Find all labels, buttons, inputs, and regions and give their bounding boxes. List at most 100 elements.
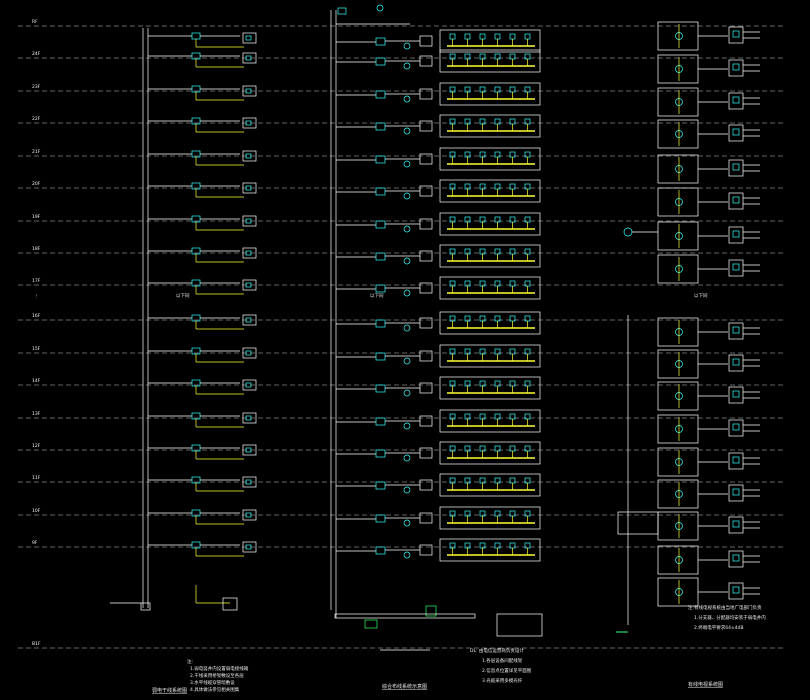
terminal-box [242, 150, 257, 162]
title-catv-system: 有线电视系统图 [688, 681, 723, 688]
distribution-node [375, 449, 386, 458]
outlet-node [403, 551, 411, 559]
tap-unit [732, 63, 740, 71]
tap-box [728, 92, 744, 110]
floor-cabinet [439, 49, 541, 73]
outlet-node [403, 389, 411, 397]
top-device [337, 7, 347, 15]
terminal-box [242, 85, 257, 97]
floor-label: 18F [32, 246, 41, 252]
tap-unit [732, 586, 740, 594]
floor-label: 15F [32, 346, 41, 352]
repeat-note-middle: 以下同 [370, 293, 384, 299]
floor-label: 9F [32, 540, 38, 546]
outlet-node [403, 192, 411, 200]
terminal-box [242, 476, 257, 488]
patch-panel [419, 512, 433, 524]
outlet-node [403, 257, 411, 265]
terminal-box [242, 444, 257, 456]
tap-unit [732, 128, 740, 136]
distribution-node [375, 481, 386, 490]
amplifier-box [657, 479, 699, 509]
tap-unit [732, 230, 740, 238]
outlet-node [403, 324, 411, 332]
tap-unit [732, 554, 740, 562]
tap-unit [732, 263, 740, 271]
floor-label: 21F [32, 149, 41, 155]
terminal-unit [245, 447, 252, 453]
catv-amplifier [617, 511, 659, 535]
amplifier-box [657, 317, 699, 347]
legend-line-4: 3.光缆采用多模光纤 [482, 677, 523, 684]
terminal-box [242, 412, 257, 424]
terminal-box [242, 117, 257, 129]
info-outlet [464, 33, 471, 40]
outlet-node [403, 289, 411, 297]
terminal-box [242, 279, 257, 291]
tap-box [728, 516, 744, 534]
tap-box [728, 159, 744, 177]
patch-panel [419, 120, 433, 132]
tap-box [728, 259, 744, 277]
floor-label: 22F [32, 116, 41, 122]
floor-label: 19F [32, 214, 41, 220]
distribution-node [375, 252, 386, 261]
tap-unit [732, 358, 740, 366]
terminal-unit [245, 250, 252, 256]
cabling-system [330, 4, 543, 651]
floor-cabinet [439, 179, 541, 203]
notes-line-3: 3.水平线缆穿管暗敷设 [190, 679, 235, 686]
title-trunk-system: 弱电干线系统图 [152, 687, 187, 694]
floor-cabinet [439, 276, 541, 300]
floor-cabinet [439, 82, 541, 106]
legend-line-3: 2.信息点位置详见平面图 [482, 667, 532, 674]
repeat-note-left: 以下同 [176, 293, 190, 299]
distribution-node [375, 546, 386, 555]
terminal-box [242, 32, 257, 44]
right-note-1: 注:有线电视系统由当地广电部门负责 [688, 604, 762, 611]
floor-ellipsis: ⋮ [34, 293, 39, 299]
outlet-node [403, 225, 411, 233]
amplifier-box [657, 545, 699, 575]
terminal-box [242, 541, 257, 553]
trunk-system [110, 28, 257, 611]
terminal-box [242, 247, 257, 259]
distribution-node [375, 155, 386, 164]
terminal-unit [245, 479, 252, 485]
terminal-unit [245, 88, 252, 94]
distribution-node [375, 57, 386, 66]
tap-unit [732, 456, 740, 464]
terminal-box [242, 314, 257, 326]
info-outlet [509, 33, 516, 40]
terminal-unit [245, 544, 252, 550]
terminal-unit [245, 317, 252, 323]
tap-box [728, 550, 744, 568]
notes-heading: 注: [187, 658, 193, 665]
floor-label: 23F [32, 84, 41, 90]
terminal-unit [245, 55, 252, 61]
floor-cabinet [439, 311, 541, 335]
floor-label: 24F [32, 51, 41, 57]
outlet-node [403, 160, 411, 168]
outlet-node [403, 454, 411, 462]
tap-unit [732, 520, 740, 528]
tap-box [728, 419, 744, 437]
legend-line-1: DL: 由电信运营商负责设计 [470, 647, 524, 654]
distribution-node [375, 514, 386, 523]
patch-panel [419, 282, 433, 294]
floor-cabinet [439, 344, 541, 368]
patch-panel [419, 153, 433, 165]
amplifier-box [657, 447, 699, 477]
info-outlet [479, 33, 486, 40]
patch-panel [419, 35, 433, 47]
floor-lines [18, 25, 785, 649]
patch-panel [419, 479, 433, 491]
terminal-unit [245, 415, 252, 421]
floor-cabinet [439, 473, 541, 497]
tap-unit [732, 390, 740, 398]
floor-label: 17F [32, 278, 41, 284]
terminal-box [242, 379, 257, 391]
tap-box [728, 582, 744, 600]
catv-system [616, 21, 760, 633]
notes-line-2: 2.干线采用桥架敷设至各层 [190, 672, 244, 679]
